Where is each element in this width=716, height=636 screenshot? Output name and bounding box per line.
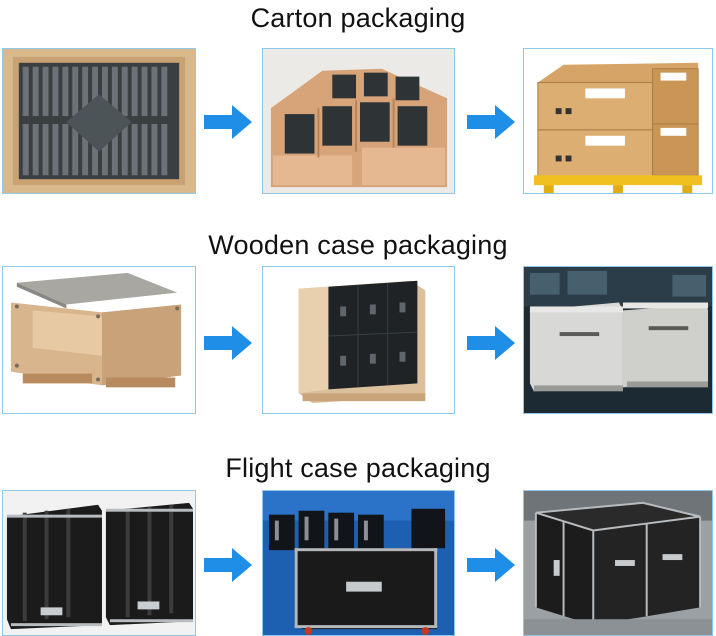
arrow-right-icon bbox=[467, 326, 515, 360]
photo-stacked-cartons-on-pallet bbox=[523, 48, 713, 194]
photo-closed-flight-cases bbox=[523, 490, 713, 636]
section-title-wooden-case: Wooden case packaging bbox=[208, 230, 508, 260]
arrow-right-icon bbox=[204, 326, 252, 360]
photo-closed-wooden-cases bbox=[523, 266, 713, 414]
photo-open-flight-cases bbox=[2, 490, 196, 636]
arrow-right-icon bbox=[204, 548, 252, 582]
section-title-carton: Carton packaging bbox=[250, 3, 466, 33]
arrow-right-icon bbox=[467, 548, 515, 582]
section-title-flight-case: Flight case packaging bbox=[225, 453, 491, 483]
photo-open-wooden-case bbox=[2, 266, 196, 414]
photo-led-modules-in-carton bbox=[2, 48, 196, 194]
arrow-right-icon bbox=[204, 105, 252, 139]
photo-wooden-case-with-led-cabinet bbox=[262, 266, 455, 414]
photo-cartons-with-led-modules bbox=[262, 48, 455, 194]
arrow-right-icon bbox=[467, 105, 515, 139]
photo-flight-cases-with-led-cabinets bbox=[262, 490, 455, 636]
